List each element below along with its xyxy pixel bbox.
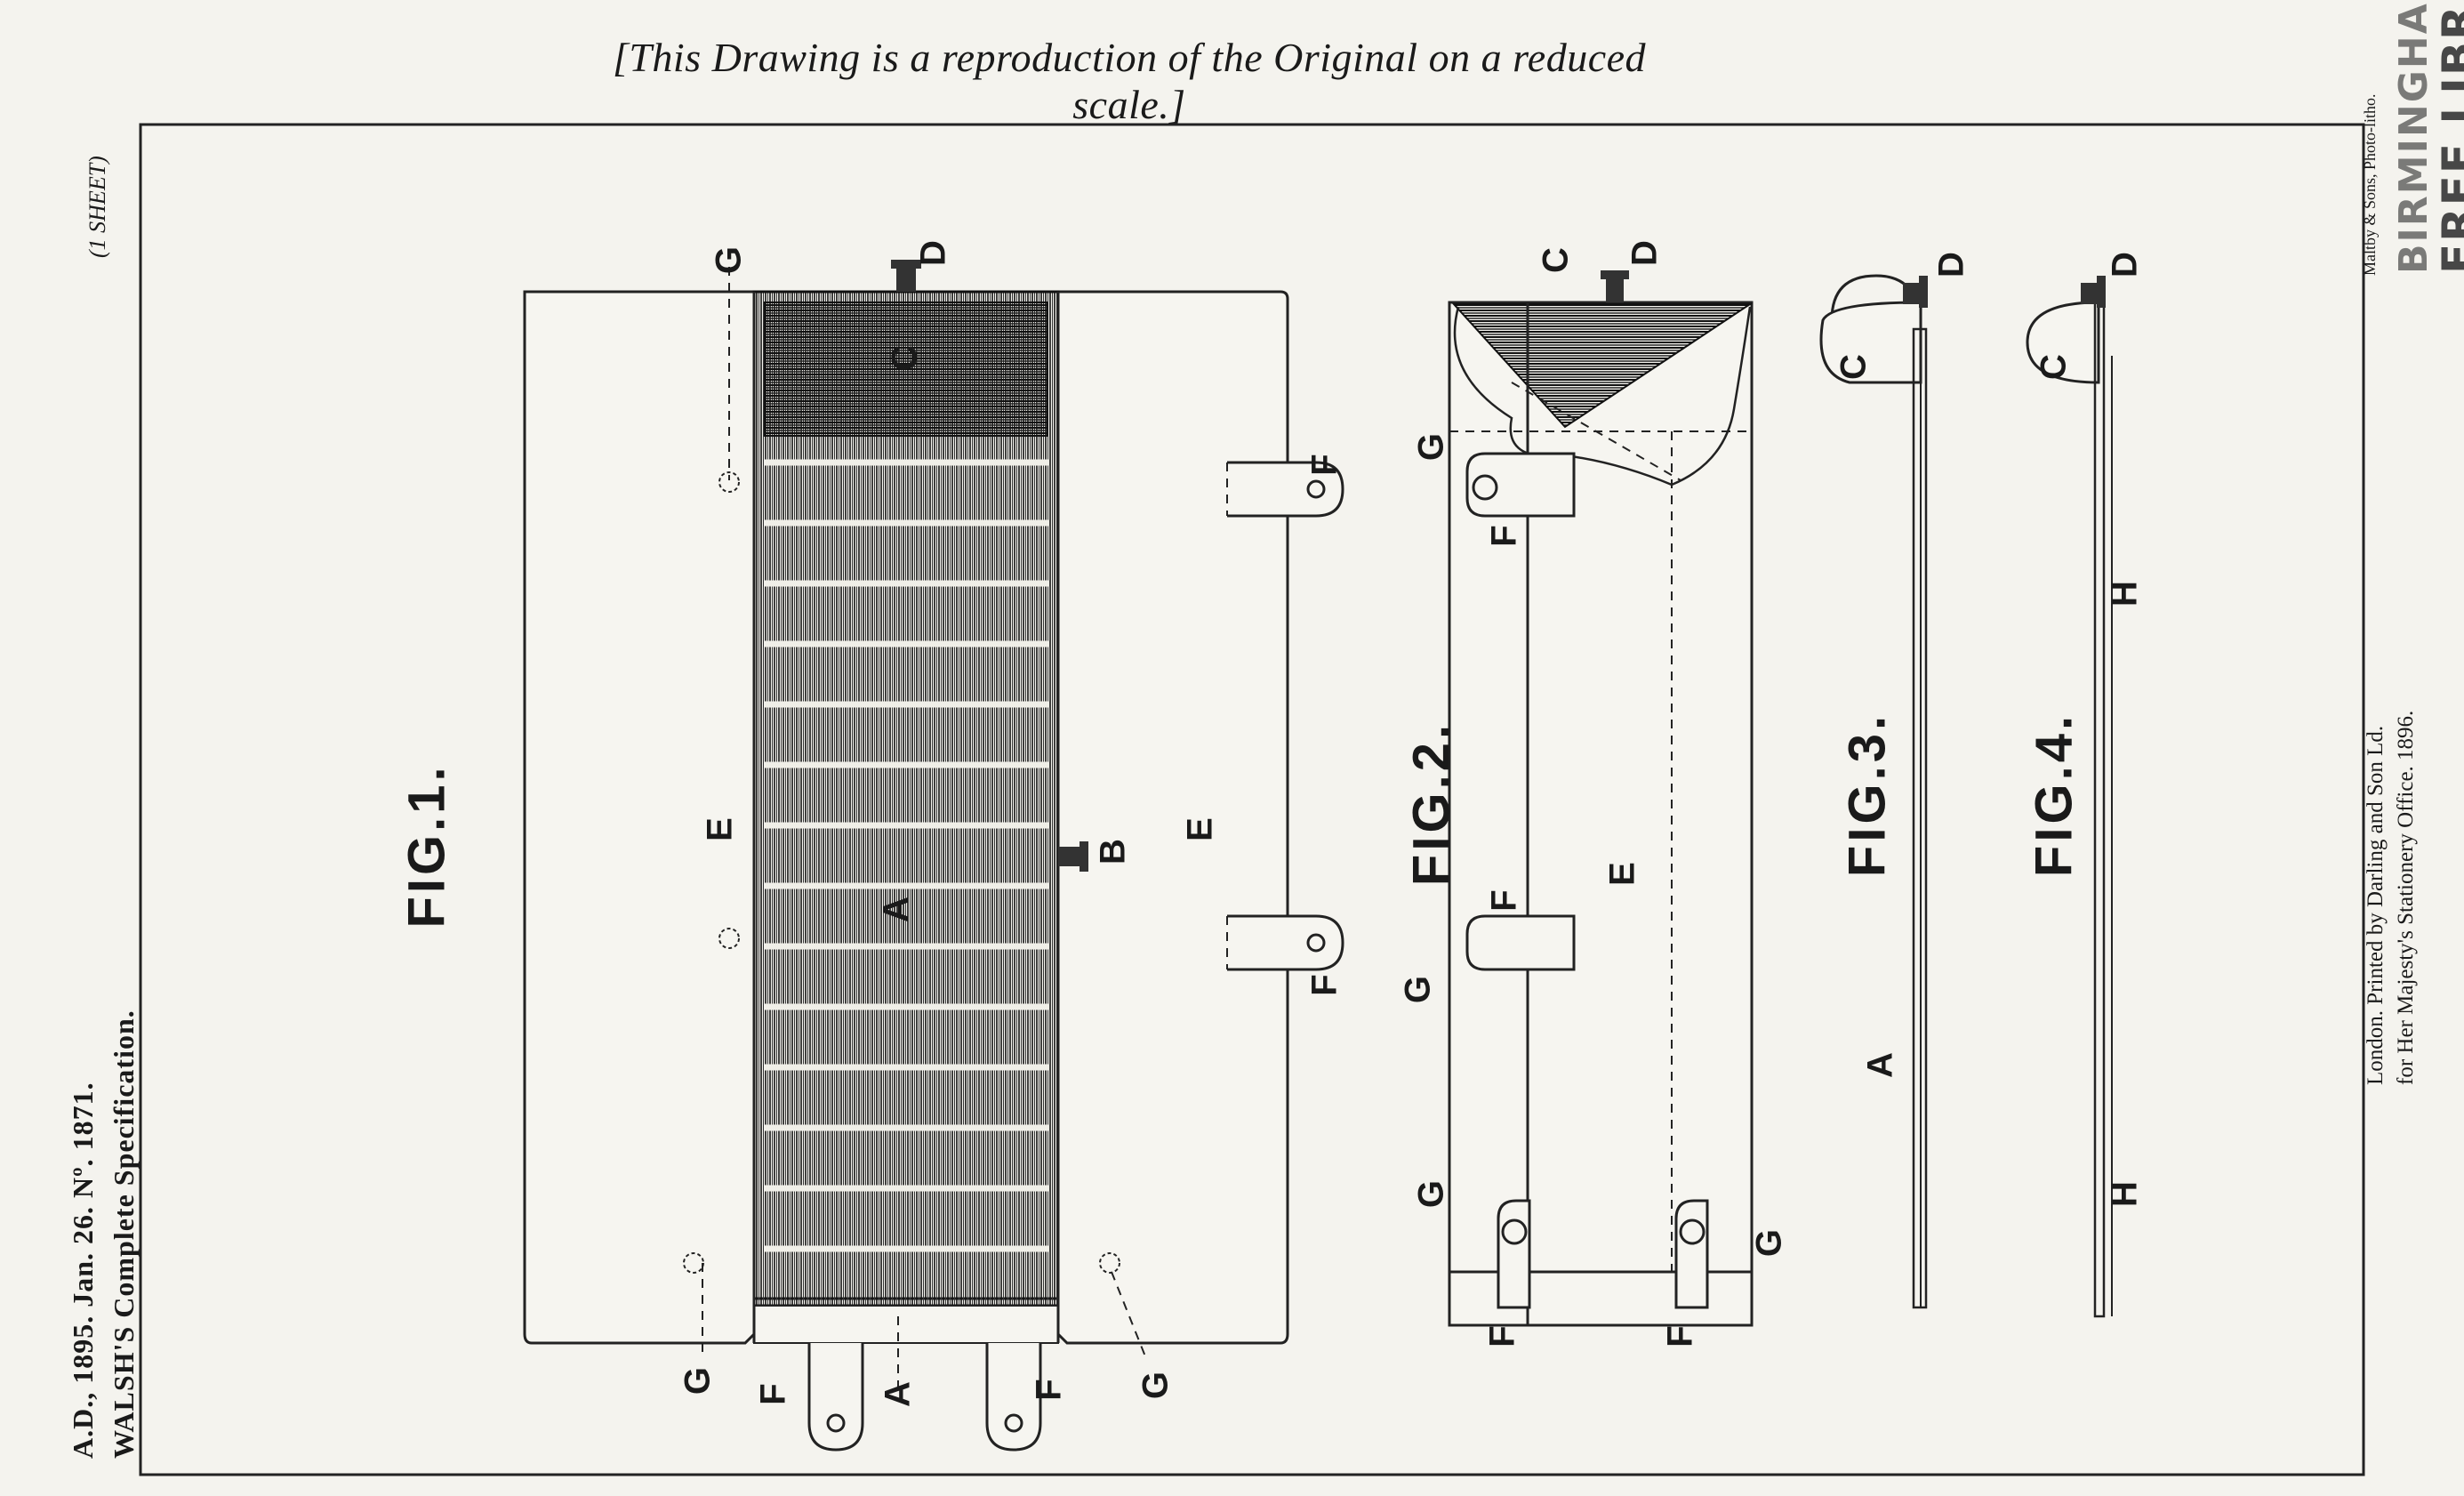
fig4-drawing [2026, 276, 2113, 1318]
fig2-title: FIG.2. [1402, 720, 1461, 887]
fig1-chamber-c [764, 302, 1048, 437]
fig2-label-g-bl: G [1411, 1179, 1451, 1209]
fig3-label-a: A [1860, 1052, 1900, 1078]
fig2-label-c: C [1536, 247, 1576, 273]
fig4-label-h-bottom: H [2105, 1181, 2145, 1207]
fig1-label-d: D [913, 240, 953, 266]
fig4-label-d: D [2105, 252, 2145, 277]
fig2-label-f-bl: F [1482, 1325, 1522, 1347]
fig1-label-e-right: E [1180, 817, 1220, 841]
fig2-label-g-mid: G [1398, 975, 1438, 1004]
fig2-label-f-top: F [1484, 525, 1524, 547]
fig2-fold [1453, 306, 1752, 487]
fig4-label-c: C [2034, 354, 2074, 380]
fig4-title: FIG.4. [2025, 712, 2083, 878]
fig4-label-h-top: H [2105, 581, 2145, 607]
fig1-title: FIG.1. [397, 763, 456, 929]
fig1-end-cap [753, 1305, 1059, 1344]
fig1-label-a: A [876, 897, 916, 922]
fig4-body [2093, 301, 2106, 1318]
fig3-chamber-c [1819, 301, 1922, 384]
fig1-label-g-bl: G [678, 1366, 718, 1395]
fig3-drawing [1819, 274, 1928, 1309]
fig1-label-f-br: F [1029, 1379, 1069, 1401]
fig2-label-d: D [1625, 240, 1665, 266]
fig1-drawing [523, 260, 1344, 1452]
fig3-title: FIG.3. [1838, 712, 1897, 878]
fig1-valve-d [896, 267, 916, 292]
fig3-label-c: C [1834, 354, 1874, 380]
fig3-label-d: D [1931, 252, 1971, 277]
sheet-frame [139, 123, 2365, 1476]
fig1-label-e-left: E [700, 817, 740, 841]
fig1-label-g-top: G [709, 245, 749, 275]
fig1-label-b: B [1093, 839, 1133, 865]
fig1-loops [807, 461, 1344, 1452]
fig2-label-g-top: G [1411, 432, 1451, 462]
fig2-label-f-br: F [1660, 1325, 1700, 1347]
fig1-label-g-br: G [1136, 1371, 1176, 1400]
fig2-drawing [1448, 270, 1754, 1327]
fig2-loops [1465, 452, 1709, 1309]
fig1-ridges [765, 459, 1049, 1252]
fig2-label-f-mid: F [1484, 889, 1524, 912]
fig1-label-f-bottom: F [1304, 974, 1344, 996]
fig1-label-f-bl: F [753, 1383, 793, 1405]
fig1-label-f-top: F [1304, 454, 1344, 476]
fig1-label-a-bottom: A [878, 1381, 918, 1407]
fig4-chamber-c [2026, 301, 2100, 384]
fig1-valve-b [1058, 847, 1081, 866]
fig1-corrugated-strip [752, 290, 1060, 1307]
fig1-label-c: C [885, 345, 925, 371]
fig2-label-g-br: G [1749, 1228, 1789, 1258]
reproduction-caption: [This Drawing is a reproduction of the O… [612, 35, 1647, 127]
fig2-label-e: E [1602, 862, 1642, 886]
